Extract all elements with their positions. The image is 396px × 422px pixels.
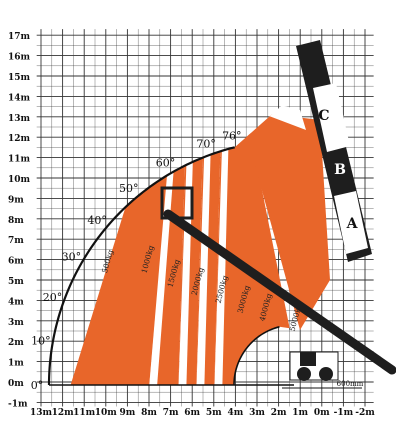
x-tick-label: 10m [95, 408, 118, 418]
x-tick-label: 7m [163, 408, 179, 418]
x-tick-label: 3m [249, 408, 265, 418]
y-tick-label: 4m [8, 297, 24, 307]
x-tick-label: -2m [355, 408, 375, 418]
zone-separator [178, 120, 194, 386]
boom-head [160, 186, 194, 220]
extension-block [313, 83, 350, 152]
y-tick-label: 12m [8, 134, 31, 144]
y-tick-label: 13m [8, 114, 31, 124]
angle-label: 70° [196, 137, 216, 150]
y-tick-label: 17m [8, 32, 31, 42]
machine-wheel [297, 367, 311, 381]
x-tick-label: 4m [228, 408, 244, 418]
machine-wheel [319, 367, 333, 381]
zone-separator [148, 140, 176, 386]
y-tick-label: 10m [8, 175, 31, 185]
y-tick-label: 16m [8, 53, 31, 63]
load-zone-band [240, 110, 330, 330]
inner-envelope-arc [233, 326, 280, 386]
boom-tower [160, 40, 396, 375]
x-tick-label: -1m [334, 408, 354, 418]
angle-label: 76° [222, 130, 242, 143]
angle-label: 40° [87, 214, 107, 227]
x-tick-label: 0m [314, 408, 330, 418]
x-tick-label: 5m [206, 408, 222, 418]
pivot-annotation: 600mm [282, 380, 364, 389]
telehandler-machine [289, 351, 339, 381]
y-tick-label: 14m [8, 93, 31, 103]
x-tick-label: 12m [52, 408, 75, 418]
y-tick-label: 15m [8, 73, 31, 83]
y-tick-label: 0m [8, 379, 24, 389]
y-tick-label: 7m [8, 236, 24, 246]
y-tick-label: 8m [8, 216, 24, 226]
y-tick-label: 3m [8, 318, 24, 328]
load-zone-band [66, 150, 170, 386]
y-tick-label: 2m [8, 338, 24, 348]
machine-cab [300, 352, 316, 366]
y-tick-label: 9m [8, 195, 24, 205]
x-tick-label: 6m [184, 408, 200, 418]
extension-labels: A B C [318, 108, 358, 232]
angle-labels: 0° 10° 20° 30° 40° 50° 60° 70° 76° [31, 130, 242, 392]
angle-label: 10° [31, 334, 51, 347]
y-tick-label: 1m [8, 359, 24, 369]
load-zone-band [214, 80, 300, 386]
x-tick-label: 9m [120, 408, 136, 418]
y-axis-tick-labels: 17m 16m 15m 14m 13m 12m 11m 10m 9m 8m 7m 6m 5m 4m 3m 2m… [8, 32, 31, 409]
y-tick-label: 5m [8, 277, 24, 287]
x-tick-label: 13m [30, 408, 53, 418]
y-tick-label: -1m [8, 399, 28, 409]
extension-label: C [318, 108, 329, 124]
angle-label: 60° [156, 156, 176, 169]
y-tick-label: 11m [8, 155, 31, 165]
zone-separator [214, 84, 230, 386]
extension-label: B [334, 162, 346, 178]
extension-block [334, 191, 368, 254]
x-tick-label: 2m [271, 408, 287, 418]
angle-label: 20° [43, 291, 63, 304]
envelope-arcs [47, 146, 294, 386]
pivot-label: 600mm [337, 380, 364, 388]
x-tick-label: 1m [292, 408, 308, 418]
y-tick-label: 6m [8, 257, 24, 267]
x-tick-label: 11m [73, 408, 96, 418]
telescopic-boom [163, 209, 396, 375]
angle-label: 50° [119, 182, 139, 195]
angle-label: 30° [62, 251, 82, 264]
zone-separator [196, 100, 212, 386]
outer-envelope-arc [47, 146, 236, 386]
x-tick-label: 8m [141, 408, 157, 418]
angle-label: 0° [31, 379, 44, 392]
extension-label: A [346, 216, 359, 232]
